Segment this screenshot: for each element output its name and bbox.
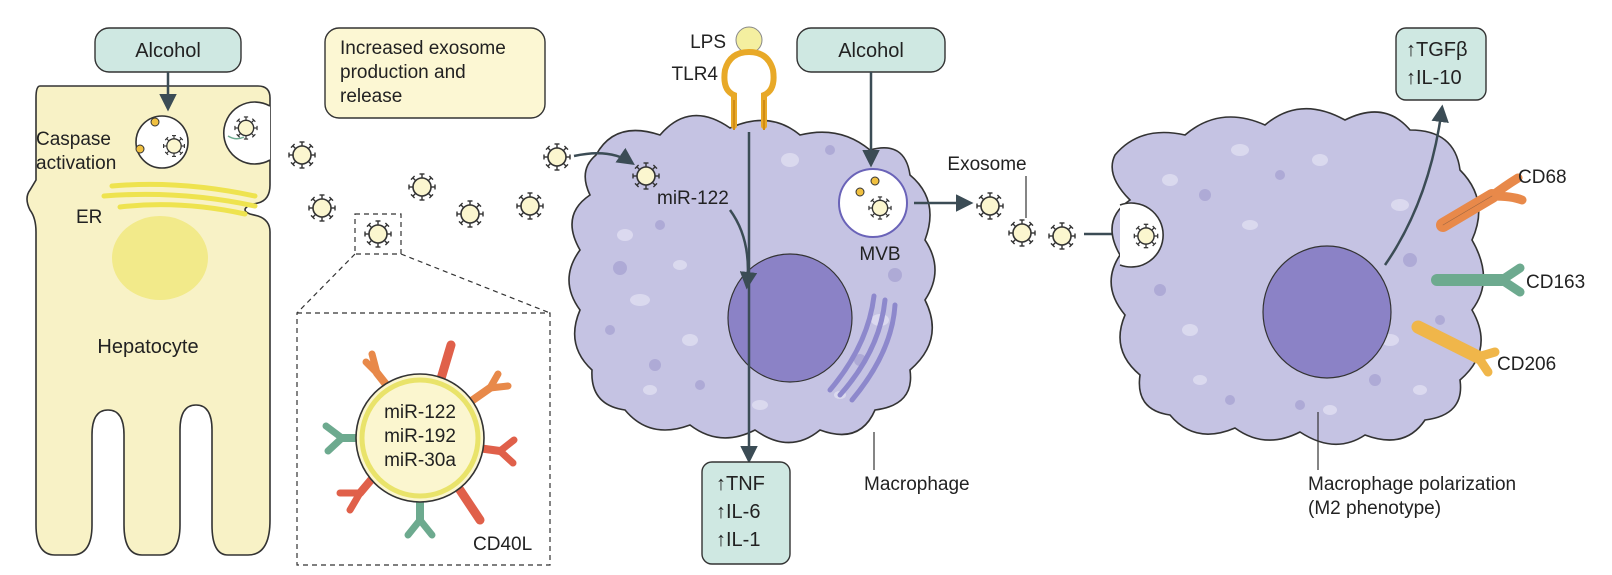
caspase-label-line2: activation	[36, 153, 116, 174]
polarization-label-line1: Macrophage polarization	[1308, 474, 1516, 495]
tgfb-label: ↑TGFβ	[1406, 39, 1468, 61]
cargo-mir30a: miR-30a	[384, 450, 456, 471]
exosome-particle	[543, 143, 571, 171]
released-exosome	[976, 192, 1004, 220]
proinflammatory-cytokines-box: ↑TNF ↑IL-6 ↑IL-1	[701, 461, 791, 565]
cargo-mir192: miR-192	[384, 426, 456, 447]
exosome-particle	[288, 141, 316, 169]
tnf-label: ↑TNF	[716, 473, 765, 495]
tlr4-receptor	[721, 49, 777, 129]
budding-vesicle	[222, 101, 271, 165]
exosome-particle	[364, 220, 392, 248]
exosome-particle	[516, 192, 544, 220]
alcohol-label-left: Alcohol	[135, 40, 201, 62]
cd163-receptor	[1431, 263, 1525, 297]
mvb-label: MVB	[859, 244, 900, 265]
exosome-particle	[456, 200, 484, 228]
il1-label: ↑IL-1	[716, 529, 760, 551]
caspase-vesicle	[135, 115, 189, 169]
hepatocyte-nucleus	[112, 216, 208, 300]
hepatocyte-cell	[26, 85, 271, 556]
mir122-macrophage-label: miR-122	[657, 188, 729, 209]
er-organelle	[101, 181, 258, 217]
cd206-receptor	[1411, 320, 1500, 377]
cd163-label: CD163	[1526, 272, 1585, 293]
free-exosomes	[288, 141, 571, 248]
il10-label: ↑IL-10	[1406, 67, 1462, 89]
zoom-line-left	[296, 253, 356, 314]
hepatocyte-label: Hepatocyte	[97, 336, 198, 358]
entering-exosome	[632, 162, 660, 190]
golgi	[827, 293, 898, 403]
polarization-label-line2: (M2 phenotype)	[1308, 498, 1441, 519]
m2-nucleus	[1262, 245, 1392, 379]
tlr4-label: TLR4	[672, 64, 719, 85]
exosome-particle	[408, 173, 436, 201]
exosome-zoom-panel: miR-122 miR-192 miR-30a CD40L	[296, 312, 551, 566]
alcohol-box-right: Alcohol	[796, 27, 946, 73]
m2-macrophage-cell	[1110, 107, 1485, 446]
cargo-mir122: miR-122	[384, 402, 456, 423]
released-exosome	[1008, 219, 1036, 247]
exosome-label: Exosome	[947, 154, 1026, 175]
macrophage-label: Macrophage	[864, 474, 970, 495]
exosome-release-box: Increased exosome production and release	[324, 27, 546, 119]
uptake-arrow	[573, 147, 635, 165]
cd68-label: CD68	[1518, 167, 1567, 188]
alcohol-box-left: Alcohol	[94, 27, 242, 73]
anti-inflammatory-arrow	[1383, 104, 1449, 266]
lps-label: LPS	[690, 32, 726, 53]
m2-uptake-vesicle	[1119, 202, 1164, 268]
exosome-particle	[308, 194, 336, 222]
il6-label: ↑IL-6	[716, 501, 760, 523]
anti-inflammatory-cytokines-box: ↑TGFβ ↑IL-10	[1395, 27, 1487, 101]
zoom-selection-box	[354, 213, 402, 255]
exosome-release-line1: Increased exosome	[340, 38, 506, 59]
exosome-release-line3: release	[340, 86, 402, 107]
exosome-release-line2: production and	[340, 62, 466, 83]
mvb-vesicle	[838, 168, 908, 238]
macrophage-cell	[568, 114, 936, 444]
er-label: ER	[76, 207, 102, 228]
released-exosome	[1048, 222, 1076, 250]
cd68-receptor	[1436, 173, 1527, 232]
mir122-arrow	[728, 209, 758, 290]
alcohol-label-right: Alcohol	[838, 40, 904, 62]
zoom-line-right	[400, 253, 551, 314]
cd40l-label: CD40L	[473, 534, 532, 555]
caspase-label-line1: Caspase	[36, 129, 111, 150]
macrophage-nucleus	[727, 253, 853, 383]
cd206-label: CD206	[1497, 354, 1556, 375]
